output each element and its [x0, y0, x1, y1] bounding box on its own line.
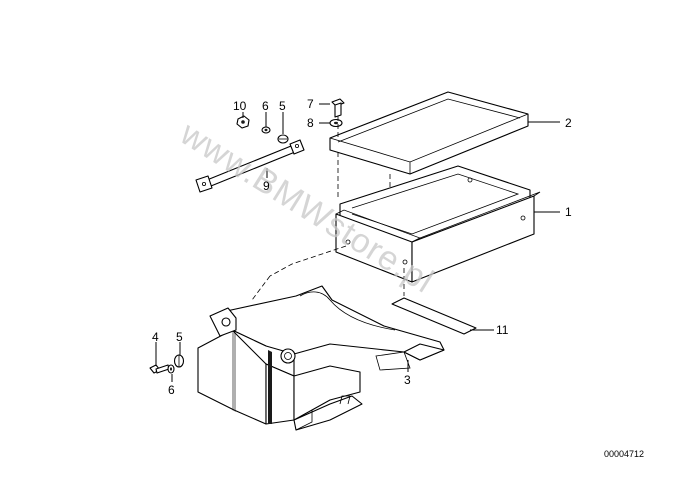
bolt-4	[149, 364, 170, 374]
nut-10	[236, 115, 250, 129]
lock-washer-5-bottom	[173, 354, 185, 368]
label-part-7: 7	[307, 97, 314, 111]
label-part-4: 4	[152, 330, 159, 344]
label-part-5-bottom: 5	[176, 330, 183, 344]
label-part-1: 1	[565, 205, 572, 219]
battery-support-bracket	[197, 285, 445, 431]
label-part-8: 8	[307, 116, 314, 130]
alignment-dashes	[251, 116, 405, 301]
document-number: 00004712	[604, 449, 644, 459]
label-part-3: 3	[404, 373, 411, 387]
label-part-5-top: 5	[279, 99, 286, 113]
label-part-9: 9	[263, 179, 270, 193]
battery-cover-lid	[329, 91, 529, 175]
washer-6-bottom	[167, 364, 175, 374]
leader-lines	[155, 103, 560, 382]
screw-7	[331, 98, 345, 118]
battery-strap	[195, 139, 305, 193]
label-part-6-top: 6	[262, 99, 269, 113]
washer-6-top	[261, 126, 271, 134]
lock-washer-5-top	[277, 134, 289, 144]
washer-8	[329, 118, 343, 128]
label-part-10: 10	[233, 99, 247, 113]
label-part-11: 11	[496, 323, 509, 337]
label-part-6-bottom: 6	[168, 383, 175, 397]
label-part-2: 2	[565, 116, 572, 130]
battery-pad	[391, 297, 477, 335]
battery-tray	[335, 165, 541, 283]
